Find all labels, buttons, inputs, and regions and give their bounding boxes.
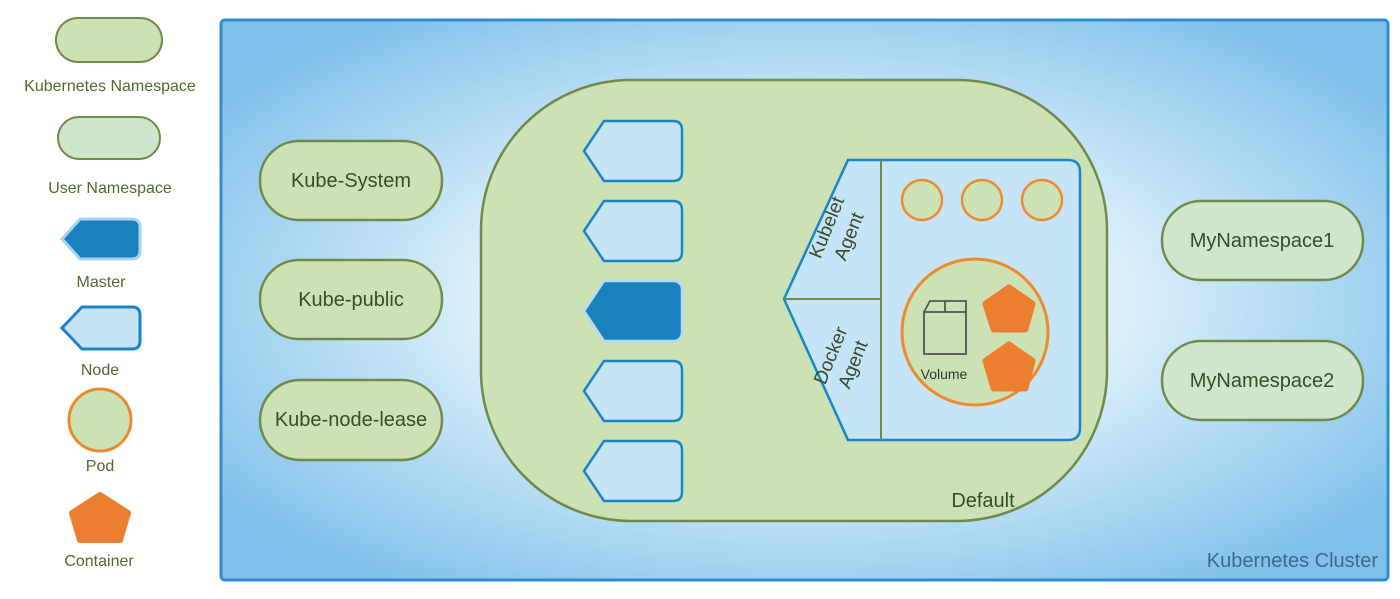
legend-label-user-namespace: User Namespace bbox=[48, 180, 172, 197]
kubernetes-namespaces: Kube-System Kube-public Kube-node-lease bbox=[258, 139, 444, 462]
node-icon bbox=[59, 305, 142, 351]
master-icon[interactable] bbox=[582, 279, 684, 343]
default-namespace-label: Default bbox=[951, 490, 1015, 512]
legend-label-container: Container bbox=[64, 553, 134, 570]
namespace-mynamespace2[interactable] bbox=[1160, 339, 1365, 422]
legend-label-node: Node bbox=[81, 362, 119, 379]
pod-icon[interactable] bbox=[900, 178, 944, 222]
default-namespace: Default Kubelet Agent Docker Agent bbox=[479, 78, 1109, 523]
namespace-kube-system-label: Kube-System bbox=[291, 170, 411, 192]
cluster-label: Kubernetes Cluster bbox=[1207, 550, 1379, 572]
pod-icon bbox=[67, 387, 133, 453]
master-icon bbox=[59, 217, 142, 261]
node-icon[interactable] bbox=[582, 199, 684, 263]
container-icon bbox=[69, 492, 131, 543]
user-namespaces: MyNamespace1 MyNamespace2 bbox=[1160, 199, 1365, 422]
namespace-mynamespace1-label: MyNamespace1 bbox=[1190, 230, 1335, 252]
legend-label-pod: Pod bbox=[86, 458, 114, 475]
volume-icon bbox=[923, 300, 967, 355]
user-namespace-icon bbox=[57, 116, 161, 160]
node-detail: Kubelet Agent Docker Agent Volume bbox=[782, 158, 1082, 442]
pod-icon[interactable] bbox=[960, 178, 1004, 222]
namespace-kube-public[interactable] bbox=[258, 258, 444, 341]
legend-label-master: Master bbox=[77, 274, 127, 291]
namespace-kube-node-lease[interactable] bbox=[258, 378, 444, 462]
volume-label: Volume bbox=[921, 366, 968, 382]
legend: Kubernetes Namespace User Namespace Mast… bbox=[24, 17, 196, 570]
node-icon[interactable] bbox=[582, 119, 684, 183]
legend-label-kubernetes-namespace: Kubernetes Namespace bbox=[24, 78, 196, 95]
namespace-kube-node-lease-label: Kube-node-lease bbox=[275, 409, 427, 431]
node-icon[interactable] bbox=[582, 359, 684, 423]
container-icon[interactable] bbox=[982, 284, 1036, 333]
namespace-mynamespace1[interactable] bbox=[1160, 199, 1365, 282]
namespace-kube-system[interactable] bbox=[258, 139, 444, 222]
container-icon[interactable] bbox=[982, 341, 1036, 392]
namespace-kube-public-label: Kube-public bbox=[298, 289, 404, 311]
node-icon[interactable] bbox=[582, 439, 684, 503]
kubernetes-namespace-icon bbox=[55, 17, 163, 63]
namespace-mynamespace2-label: MyNamespace2 bbox=[1190, 370, 1335, 392]
pod-icon[interactable] bbox=[1020, 178, 1064, 222]
